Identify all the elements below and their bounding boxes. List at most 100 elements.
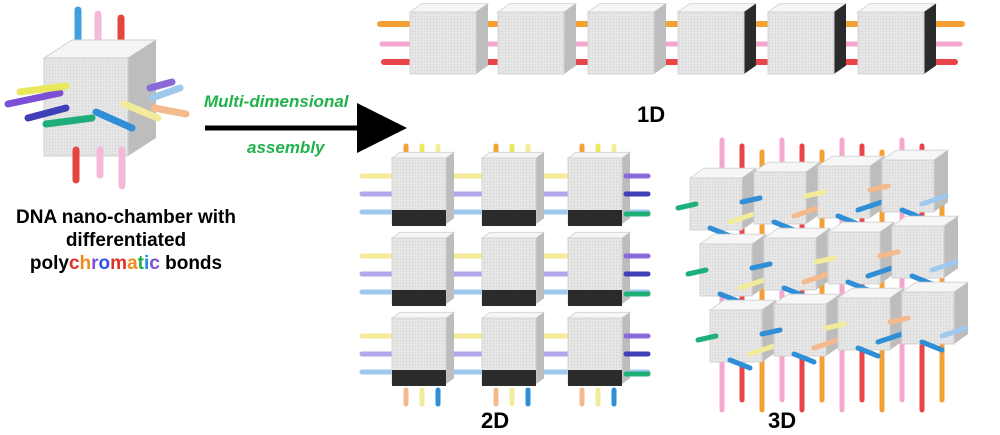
- cube-side: [476, 3, 488, 75]
- bond: [42, 114, 96, 128]
- cube-shadow: [392, 290, 446, 306]
- cube-top: [480, 231, 546, 239]
- caption-line-3-part: h: [79, 253, 92, 274]
- cube-top: [856, 3, 938, 13]
- cube-front: [497, 11, 565, 75]
- bond: [16, 82, 70, 96]
- cube-top: [390, 231, 456, 239]
- cube-top: [566, 151, 632, 159]
- cube-side: [446, 232, 454, 304]
- bond: [919, 339, 945, 353]
- cube-top: [408, 3, 490, 13]
- cube-top: [586, 3, 668, 13]
- bond: [24, 104, 70, 122]
- caption-line-1: DNA nano-chamber with: [16, 207, 236, 228]
- cube-front: [677, 11, 745, 75]
- bond: [675, 201, 699, 211]
- cube-shadow: [392, 210, 446, 226]
- cube-side: [622, 152, 630, 224]
- bond: [813, 255, 837, 265]
- cube-side: [536, 312, 544, 384]
- cube-top: [480, 311, 546, 319]
- cube-side: [622, 312, 630, 384]
- bond: [939, 325, 969, 339]
- label-1d: 1D: [637, 102, 666, 127]
- arrow-label-line-2: assembly: [247, 138, 325, 157]
- cube-top: [496, 3, 578, 13]
- caption-line-3: polychromatic bonds: [0, 252, 252, 275]
- bond: [823, 321, 847, 331]
- cube-top: [480, 151, 546, 159]
- cube-side: [536, 152, 544, 224]
- bond: [4, 89, 64, 108]
- bond: [855, 345, 881, 359]
- bond: [120, 100, 162, 122]
- caption-line-3-part: m: [110, 253, 128, 274]
- cube-top: [766, 3, 848, 13]
- caption-line-2: differentiated: [65, 230, 187, 251]
- cube-shadow: [568, 290, 622, 306]
- label-3d: 3D: [768, 408, 797, 433]
- bond: [92, 108, 136, 132]
- cube-side: [954, 282, 968, 344]
- bond: [685, 267, 709, 277]
- cube-shadow: [568, 210, 622, 226]
- caption-line-3-part: r: [91, 253, 99, 274]
- cube-front: [767, 11, 835, 75]
- cube-top: [390, 311, 456, 319]
- bond: [737, 277, 767, 291]
- cube-side: [446, 152, 454, 224]
- label-2d: 2D: [481, 408, 510, 433]
- cube-shadow: [392, 370, 446, 386]
- cube-side: [934, 150, 948, 212]
- cube-shadow: [568, 370, 622, 386]
- chain-1d: [377, 3, 965, 75]
- caption-line-3-part: c: [68, 253, 80, 274]
- cube-top: [566, 311, 632, 319]
- bond: [801, 271, 831, 285]
- bond: [887, 315, 911, 325]
- grid-2d: [359, 143, 651, 407]
- bond: [727, 357, 753, 371]
- bond: [148, 84, 184, 102]
- caption-line-3-part: t: [137, 253, 144, 274]
- bond: [791, 351, 817, 365]
- bond: [867, 183, 891, 193]
- cube-front: [409, 11, 477, 75]
- bond: [150, 104, 190, 118]
- single-nanochamber: [4, 6, 190, 190]
- caption-line-3-part: bonds: [159, 253, 223, 274]
- bond: [855, 199, 885, 213]
- cube-top: [390, 151, 456, 159]
- bond: [875, 331, 905, 345]
- cube-side: [834, 3, 846, 75]
- bond: [865, 265, 895, 279]
- cube-side: [744, 3, 756, 75]
- bond: [749, 261, 773, 271]
- nanochamber-caption: DNA nano-chamber with differentiated pol…: [0, 206, 252, 275]
- bond: [791, 205, 821, 219]
- arrow-label-line-1: Multi-dimensional: [204, 92, 349, 111]
- caption-line-3-part: a: [127, 253, 138, 274]
- cube-side: [944, 216, 958, 278]
- bond: [929, 259, 959, 273]
- cube-side: [446, 312, 454, 384]
- bond: [919, 193, 949, 207]
- cube-side: [622, 232, 630, 304]
- cube-shadow: [482, 290, 536, 306]
- cube-top: [676, 3, 758, 13]
- bond: [803, 189, 827, 199]
- bond: [759, 327, 783, 337]
- cube-side: [536, 232, 544, 304]
- cube-front: [587, 11, 655, 75]
- cube-front: [857, 11, 925, 75]
- bond: [747, 343, 777, 357]
- caption-line-3-part: poly: [29, 253, 69, 274]
- bond: [695, 333, 719, 343]
- cube-side: [654, 3, 666, 75]
- caption-line-3-part: i: [143, 253, 150, 274]
- caption-line-3-part: c: [149, 253, 160, 274]
- cube-side: [924, 3, 936, 75]
- bond: [877, 249, 901, 259]
